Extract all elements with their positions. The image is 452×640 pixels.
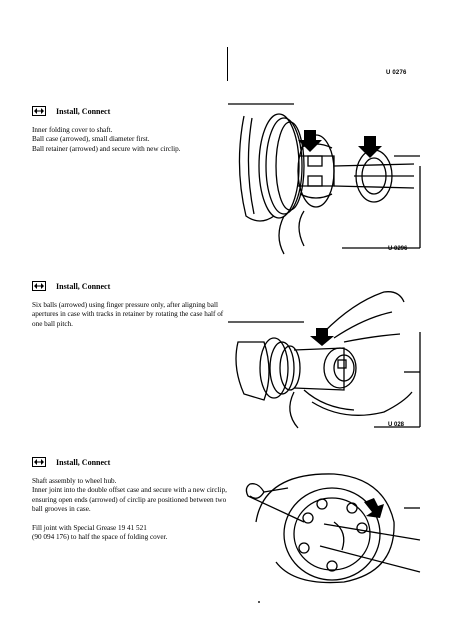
step-2-header: Install, Connect: [32, 279, 232, 293]
ball-case-figure: U 0296: [228, 103, 421, 255]
step-paragraph: Shaft assembly to wheel hub. Inner joint…: [32, 477, 227, 514]
step-1-header: Install, Connect: [32, 104, 232, 118]
page-mark: [258, 601, 260, 603]
step-3-text: Shaft assembly to wheel hub. Inner joint…: [32, 477, 232, 542]
figure-2-code: U 028: [388, 422, 405, 428]
step-3: Install, Connect Shaft assembly to wheel…: [32, 455, 232, 542]
step-1-text: Inner folding cover to shaft. Ball case …: [32, 126, 232, 154]
header-figure-code: U 0276: [386, 70, 407, 76]
step-3-header: Install, Connect: [32, 455, 232, 469]
step-paragraph: Inner folding cover to shaft. Ball case …: [32, 126, 181, 153]
step-title: Install, Connect: [56, 457, 111, 467]
install-connect-icon: [32, 106, 46, 116]
install-connect-icon: [32, 281, 46, 291]
step-2: Install, Connect Six balls (arrowed) usi…: [32, 279, 232, 329]
figure-1-code: U 0296: [388, 246, 408, 252]
install-connect-icon: [32, 457, 46, 467]
step-1: Install, Connect Inner folding cover to …: [32, 104, 232, 154]
step-2-text: Six balls (arrowed) using finger pressur…: [32, 301, 232, 329]
step-paragraph: Six balls (arrowed) using finger pressur…: [32, 301, 224, 328]
step-title: Install, Connect: [56, 106, 111, 116]
step-title: Install, Connect: [56, 281, 111, 291]
header-rule: [227, 47, 228, 81]
circlip-figure: [245, 473, 421, 584]
six-balls-figure: U 028: [228, 291, 421, 429]
step-paragraph: Fill joint with Special Grease 19 41 521…: [32, 523, 168, 542]
